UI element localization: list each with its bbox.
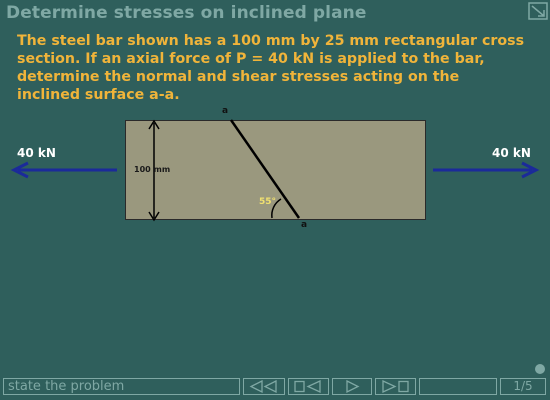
problem-statement: The steel bar shown has a 100 mm by 25 m… — [17, 33, 525, 103]
left-force-arrow — [10, 161, 117, 179]
right-force-label: 40 kN — [492, 146, 531, 160]
first-page-button[interactable] — [243, 378, 285, 395]
angle-label: 55° — [259, 197, 277, 207]
inclined-plane-line — [229, 119, 301, 219]
point-a-bottom-label: a — [301, 220, 308, 230]
last-page-icon — [382, 379, 409, 394]
navigation-bar: state the problem 1/5 — [0, 378, 550, 398]
page-input[interactable] — [419, 378, 497, 395]
status-field: state the problem — [3, 378, 240, 395]
page-current: 1 — [513, 379, 521, 393]
right-force-arrow — [433, 161, 540, 179]
page-corner-icon[interactable] — [528, 2, 548, 20]
angle-arc — [271, 198, 282, 219]
dimension-line — [148, 119, 160, 222]
bar-figure: 40 kN 40 kN 100 mm a a 55° — [0, 100, 550, 250]
last-page-button[interactable] — [375, 378, 416, 395]
page-indicator: 1/5 — [500, 378, 546, 395]
previous-page-button[interactable] — [288, 378, 329, 395]
left-force-label: 40 kN — [17, 146, 56, 160]
dimension-label: 100 mm — [134, 165, 171, 174]
figure-drawing — [10, 119, 540, 222]
point-a-top-label: a — [222, 106, 229, 116]
previous-page-icon — [294, 379, 321, 394]
next-page-icon — [346, 379, 360, 394]
page-total: 5 — [525, 379, 533, 393]
indicator-dot-icon — [535, 364, 545, 374]
next-page-button[interactable] — [332, 378, 372, 395]
page-title: Determine stresses on inclined plane — [6, 3, 367, 23]
first-page-icon — [249, 379, 277, 394]
